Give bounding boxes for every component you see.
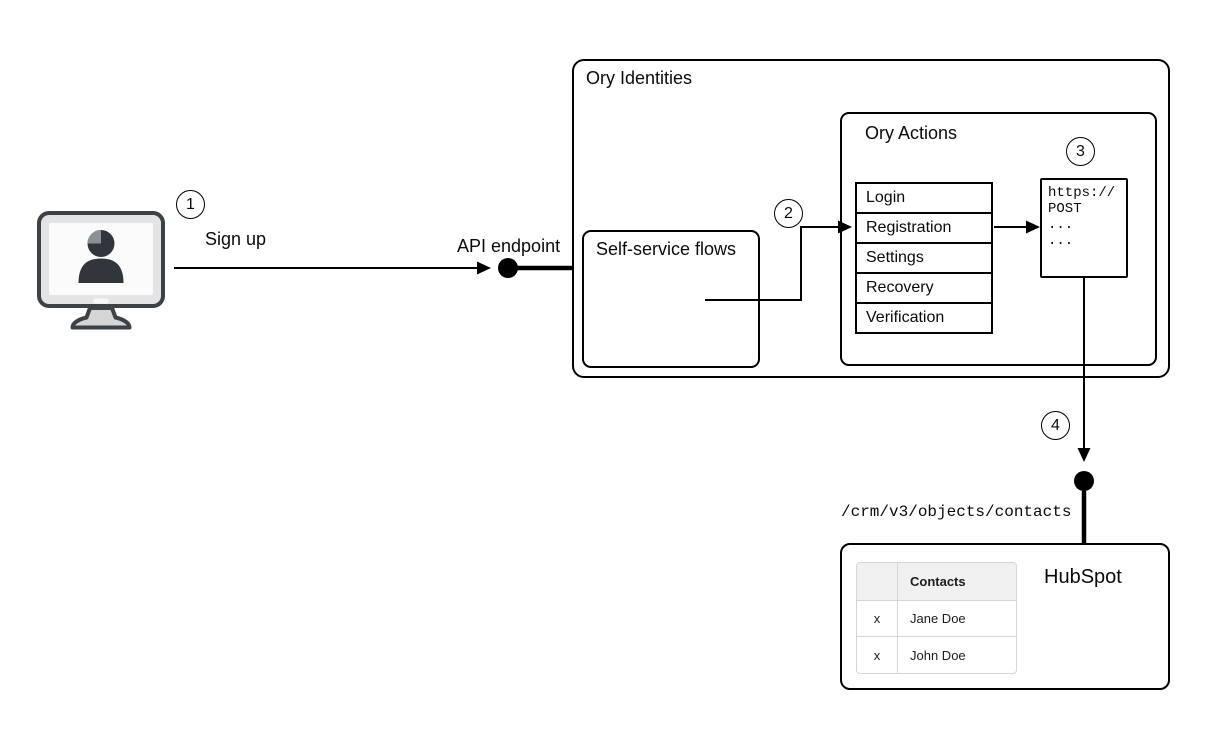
flow-list: Login Registration Settings Recovery Ver… [855,182,993,334]
monitor-stand [70,306,132,330]
table-row: x John Doe [857,637,1016,673]
self-service-flows-title: Self-service flows [596,239,737,259]
step-badge-1: 1 [176,190,205,219]
user-computer-icon [37,211,165,330]
contacts-header-label: Contacts [910,574,966,589]
webhook-line: ... [1048,217,1074,233]
user-silhouette-body [78,258,124,283]
ory-identities-title: Ory Identities [586,68,693,88]
ory-identities-box [572,59,1170,378]
step-badge-3: 3 [1066,137,1095,166]
user-silhouette-highlight [87,230,101,244]
flow-row-recovery: Recovery [855,272,993,304]
webhook-line: ... [1048,233,1074,249]
hubspot-title: HubSpot [1044,566,1122,588]
sign-up-label: Sign up [205,229,267,249]
contact-checkbox-cell: x [857,601,898,636]
crm-path-label: /crm/v3/objects/contacts [841,503,1072,521]
contact-checkbox-cell: x [857,637,898,673]
hubspot-box [840,543,1170,690]
flow-row-verification: Verification [855,302,993,334]
contact-name-cell: Jane Doe [910,611,966,626]
api-endpoint-label: API endpoint [457,236,561,256]
monitor-frame [37,211,165,308]
contacts-table: Contacts x Jane Doe x John Doe [856,562,1017,674]
contacts-table-header: Contacts [857,563,1016,601]
contacts-header-empty-cell [857,563,898,600]
contact-name-cell: John Doe [910,647,966,663]
webhook-down-arrowhead [1077,448,1091,462]
monitor-screen [49,223,153,295]
ory-actions-title: Ory Actions [865,123,958,143]
webhook-line: POST [1048,201,1082,217]
step-badge-4: 4 [1041,411,1070,440]
webhook-line: https:// [1048,185,1116,201]
signup-arrowhead [477,261,491,275]
api-endpoint-dot [498,258,518,278]
webhook-request-box: https:// POST ... ... [1040,178,1128,278]
monitor-button [93,298,109,304]
flow-row-login: Login [855,182,993,214]
step-badge-2: 2 [774,199,803,228]
flow-row-settings: Settings [855,242,993,274]
table-row: x Jane Doe [857,601,1016,637]
crm-endpoint-dot [1074,471,1094,491]
ory-actions-box [840,112,1157,366]
user-silhouette-head [87,230,115,257]
flow-row-registration: Registration [855,212,993,244]
